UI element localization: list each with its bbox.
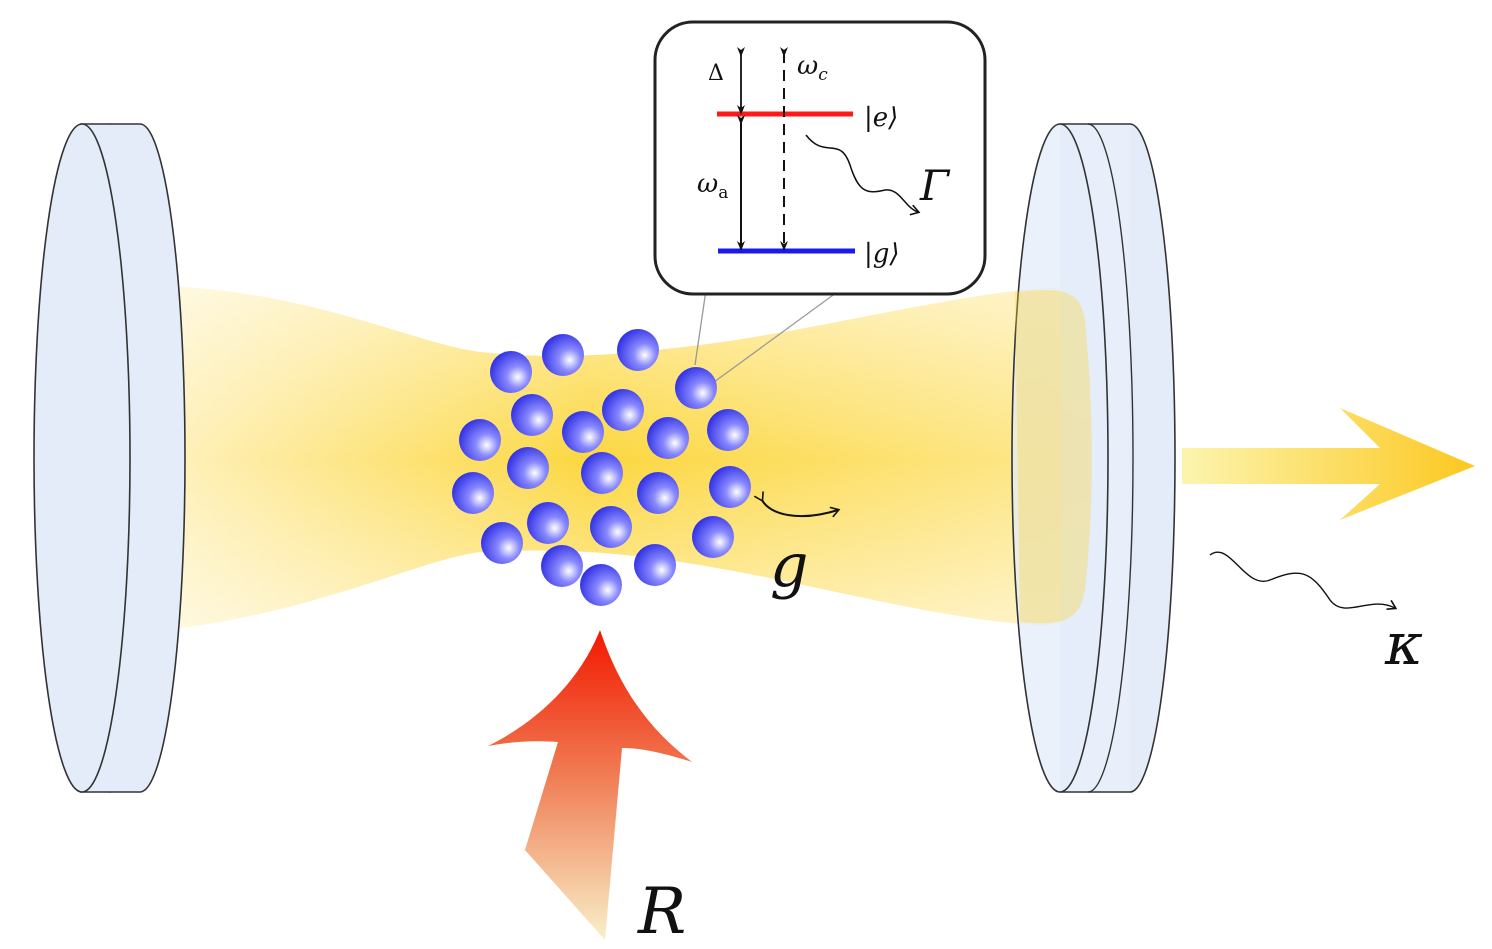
cavity-frequency-label: ωc xyxy=(797,51,828,85)
energy-level-inset: Δ ωc ωa |e⟩ |g⟩ Γ xyxy=(653,20,987,296)
detuning-label: Δ xyxy=(708,61,724,86)
atom xyxy=(602,389,644,431)
atom xyxy=(647,417,689,459)
atom xyxy=(709,466,751,508)
atom xyxy=(459,419,501,461)
atom xyxy=(527,502,569,544)
excited-state-label: |e⟩ xyxy=(864,103,898,133)
atom xyxy=(581,452,623,494)
ground-state-label: |g⟩ xyxy=(864,239,900,269)
atom xyxy=(692,516,734,558)
atom xyxy=(452,472,494,514)
pump-arrow xyxy=(488,630,692,940)
cavity-loss-label: κ xyxy=(1384,610,1423,678)
atom xyxy=(580,564,622,606)
atom xyxy=(634,544,676,586)
atom xyxy=(675,367,717,409)
output-light-arrow xyxy=(1182,408,1475,520)
atom xyxy=(542,334,584,376)
atom xyxy=(617,329,659,371)
left-mirror xyxy=(33,123,186,793)
atom-decay-wavy-arrow xyxy=(805,134,921,216)
atom-frequency-label: ωa xyxy=(697,169,728,203)
coupling-label: g xyxy=(770,531,808,601)
atom xyxy=(562,411,604,453)
atom xyxy=(637,472,679,514)
atom xyxy=(490,351,532,393)
cavity-beam xyxy=(180,287,1089,628)
atom-decay-label: Γ xyxy=(919,161,951,210)
atom xyxy=(481,522,523,564)
atom xyxy=(707,409,749,451)
cavity-loss-wavy-arrow xyxy=(1209,551,1398,611)
atom xyxy=(511,394,553,436)
inset-connector xyxy=(694,289,841,386)
atom xyxy=(507,447,549,489)
coupling-arrow xyxy=(753,491,841,518)
pump-rate-label: R xyxy=(637,875,686,949)
atom-cloud xyxy=(452,329,751,606)
right-mirror xyxy=(1011,123,1176,793)
atom xyxy=(590,506,632,548)
atom xyxy=(541,545,583,587)
